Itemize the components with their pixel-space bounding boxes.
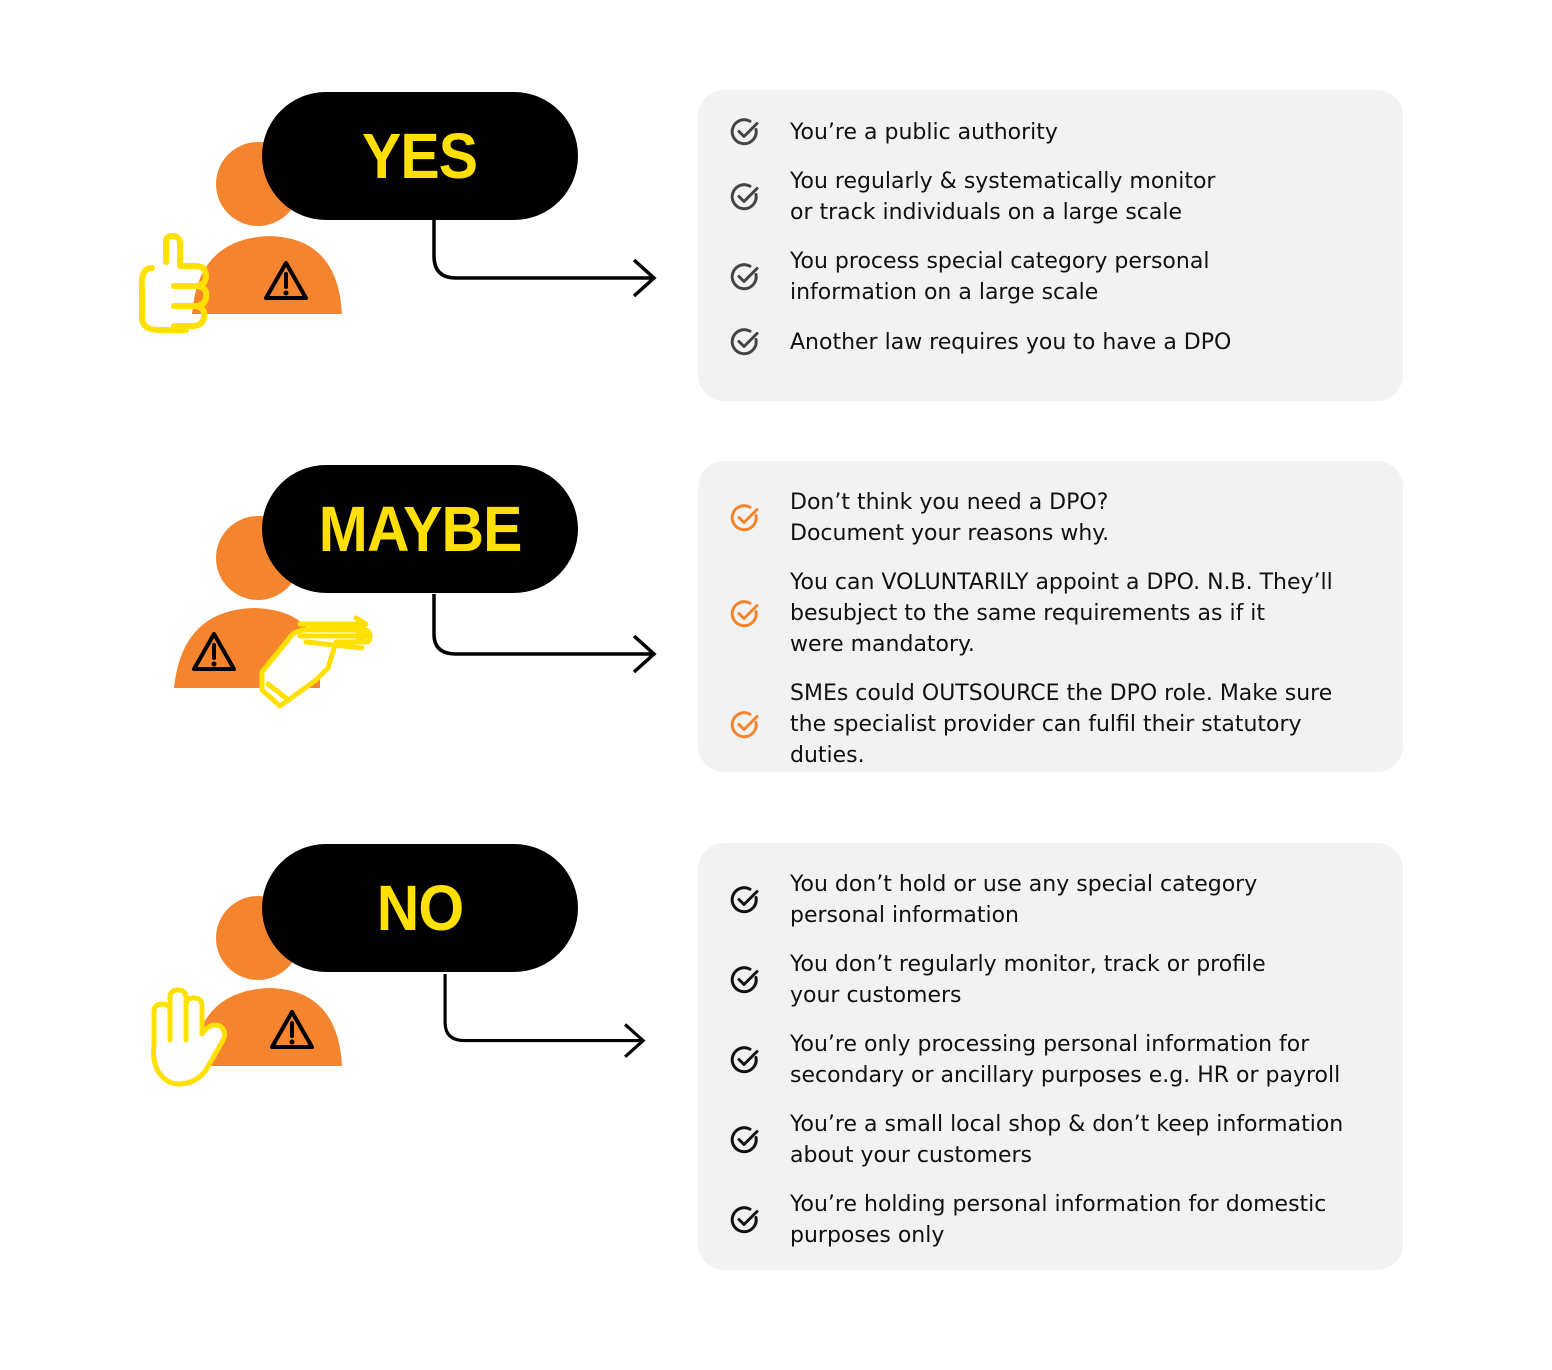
criteria-item: You can VOLUNTARILY appoint a DPO. N.B. … <box>728 567 1373 660</box>
criteria-item: You’re only processing personal informat… <box>728 1029 1373 1091</box>
criteria-text: You’re a public authority <box>790 119 1058 145</box>
check-circle-icon <box>728 326 762 358</box>
check-circle-icon <box>728 1204 762 1236</box>
warning-icon <box>192 632 236 671</box>
check-circle-icon <box>728 598 762 630</box>
criteria-item: You’re a small local shop & don’t keep i… <box>728 1109 1373 1171</box>
warning-icon <box>264 261 308 300</box>
criteria-item: Don’t think you need a DPO? Document you… <box>728 487 1373 549</box>
no-criteria-card: You don’t hold or use any special catego… <box>698 843 1403 1270</box>
criteria-text: You don’t regularly monitor, track or pr… <box>790 952 1266 1008</box>
criteria-text: You regularly & systematically monitor o… <box>790 169 1216 225</box>
check-circle-icon <box>728 1124 762 1156</box>
check-circle-icon <box>728 181 762 213</box>
pointing-hand-icon <box>259 615 373 709</box>
yes-pill: YES <box>262 92 578 220</box>
criteria-item: You’re holding personal information for … <box>728 1189 1373 1251</box>
maybe-pill: MAYBE <box>262 465 578 593</box>
criteria-text: You can VOLUNTARILY appoint a DPO. N.B. … <box>790 570 1333 657</box>
criteria-item: You don’t hold or use any special catego… <box>728 869 1373 931</box>
criteria-item: SMEs could OUTSOURCE the DPO role. Make … <box>728 678 1373 771</box>
criteria-item: You regularly & systematically monitor o… <box>728 166 1373 228</box>
check-circle-icon <box>728 964 762 996</box>
yes-label: YES <box>362 120 478 192</box>
raised-hand-icon <box>151 987 228 1087</box>
criteria-text: You’re a small local shop & don’t keep i… <box>790 1112 1344 1168</box>
person-figure-no <box>130 894 390 1154</box>
maybe-label: MAYBE <box>318 493 523 565</box>
check-circle-icon <box>728 709 762 741</box>
criteria-text: You’re only processing personal informat… <box>790 1032 1341 1088</box>
arrow-connector-maybe <box>432 594 657 674</box>
warning-icon <box>270 1010 314 1049</box>
check-circle-icon <box>728 502 762 534</box>
criteria-text: Another law requires you to have a DPO <box>790 329 1232 355</box>
section-no: NO You don’t hold or use any special cat… <box>0 800 1552 1320</box>
check-circle-icon <box>728 884 762 916</box>
criteria-text: SMEs could OUTSOURCE the DPO role. Make … <box>790 681 1333 768</box>
maybe-criteria-card: Don’t think you need a DPO? Document you… <box>698 461 1403 772</box>
no-label: NO <box>376 872 464 944</box>
criteria-item: You process special category personal in… <box>728 246 1373 308</box>
arrow-connector-yes <box>432 218 657 298</box>
criteria-text: Don’t think you need a DPO? Document you… <box>790 490 1110 546</box>
check-circle-icon <box>728 116 762 148</box>
thumbs-up-icon <box>138 233 210 333</box>
criteria-item: You don’t regularly monitor, track or pr… <box>728 949 1373 1011</box>
criteria-text: You process special category personal in… <box>790 249 1210 305</box>
criteria-item: Another law requires you to have a DPO <box>728 326 1373 358</box>
section-maybe: MAYBE Don’t think you need a DPO? Docume… <box>0 420 1552 800</box>
check-circle-icon <box>728 1044 762 1076</box>
criteria-item: You’re a public authority <box>728 116 1373 148</box>
criteria-text: You don’t hold or use any special catego… <box>790 872 1258 928</box>
no-pill: NO <box>262 844 578 972</box>
no-criteria-list: You don’t hold or use any special catego… <box>728 869 1373 1251</box>
maybe-criteria-list: Don’t think you need a DPO? Document you… <box>728 487 1373 771</box>
check-circle-icon <box>728 261 762 293</box>
criteria-text: You’re holding personal information for … <box>790 1192 1327 1248</box>
arrow-connector-no <box>443 974 646 1058</box>
